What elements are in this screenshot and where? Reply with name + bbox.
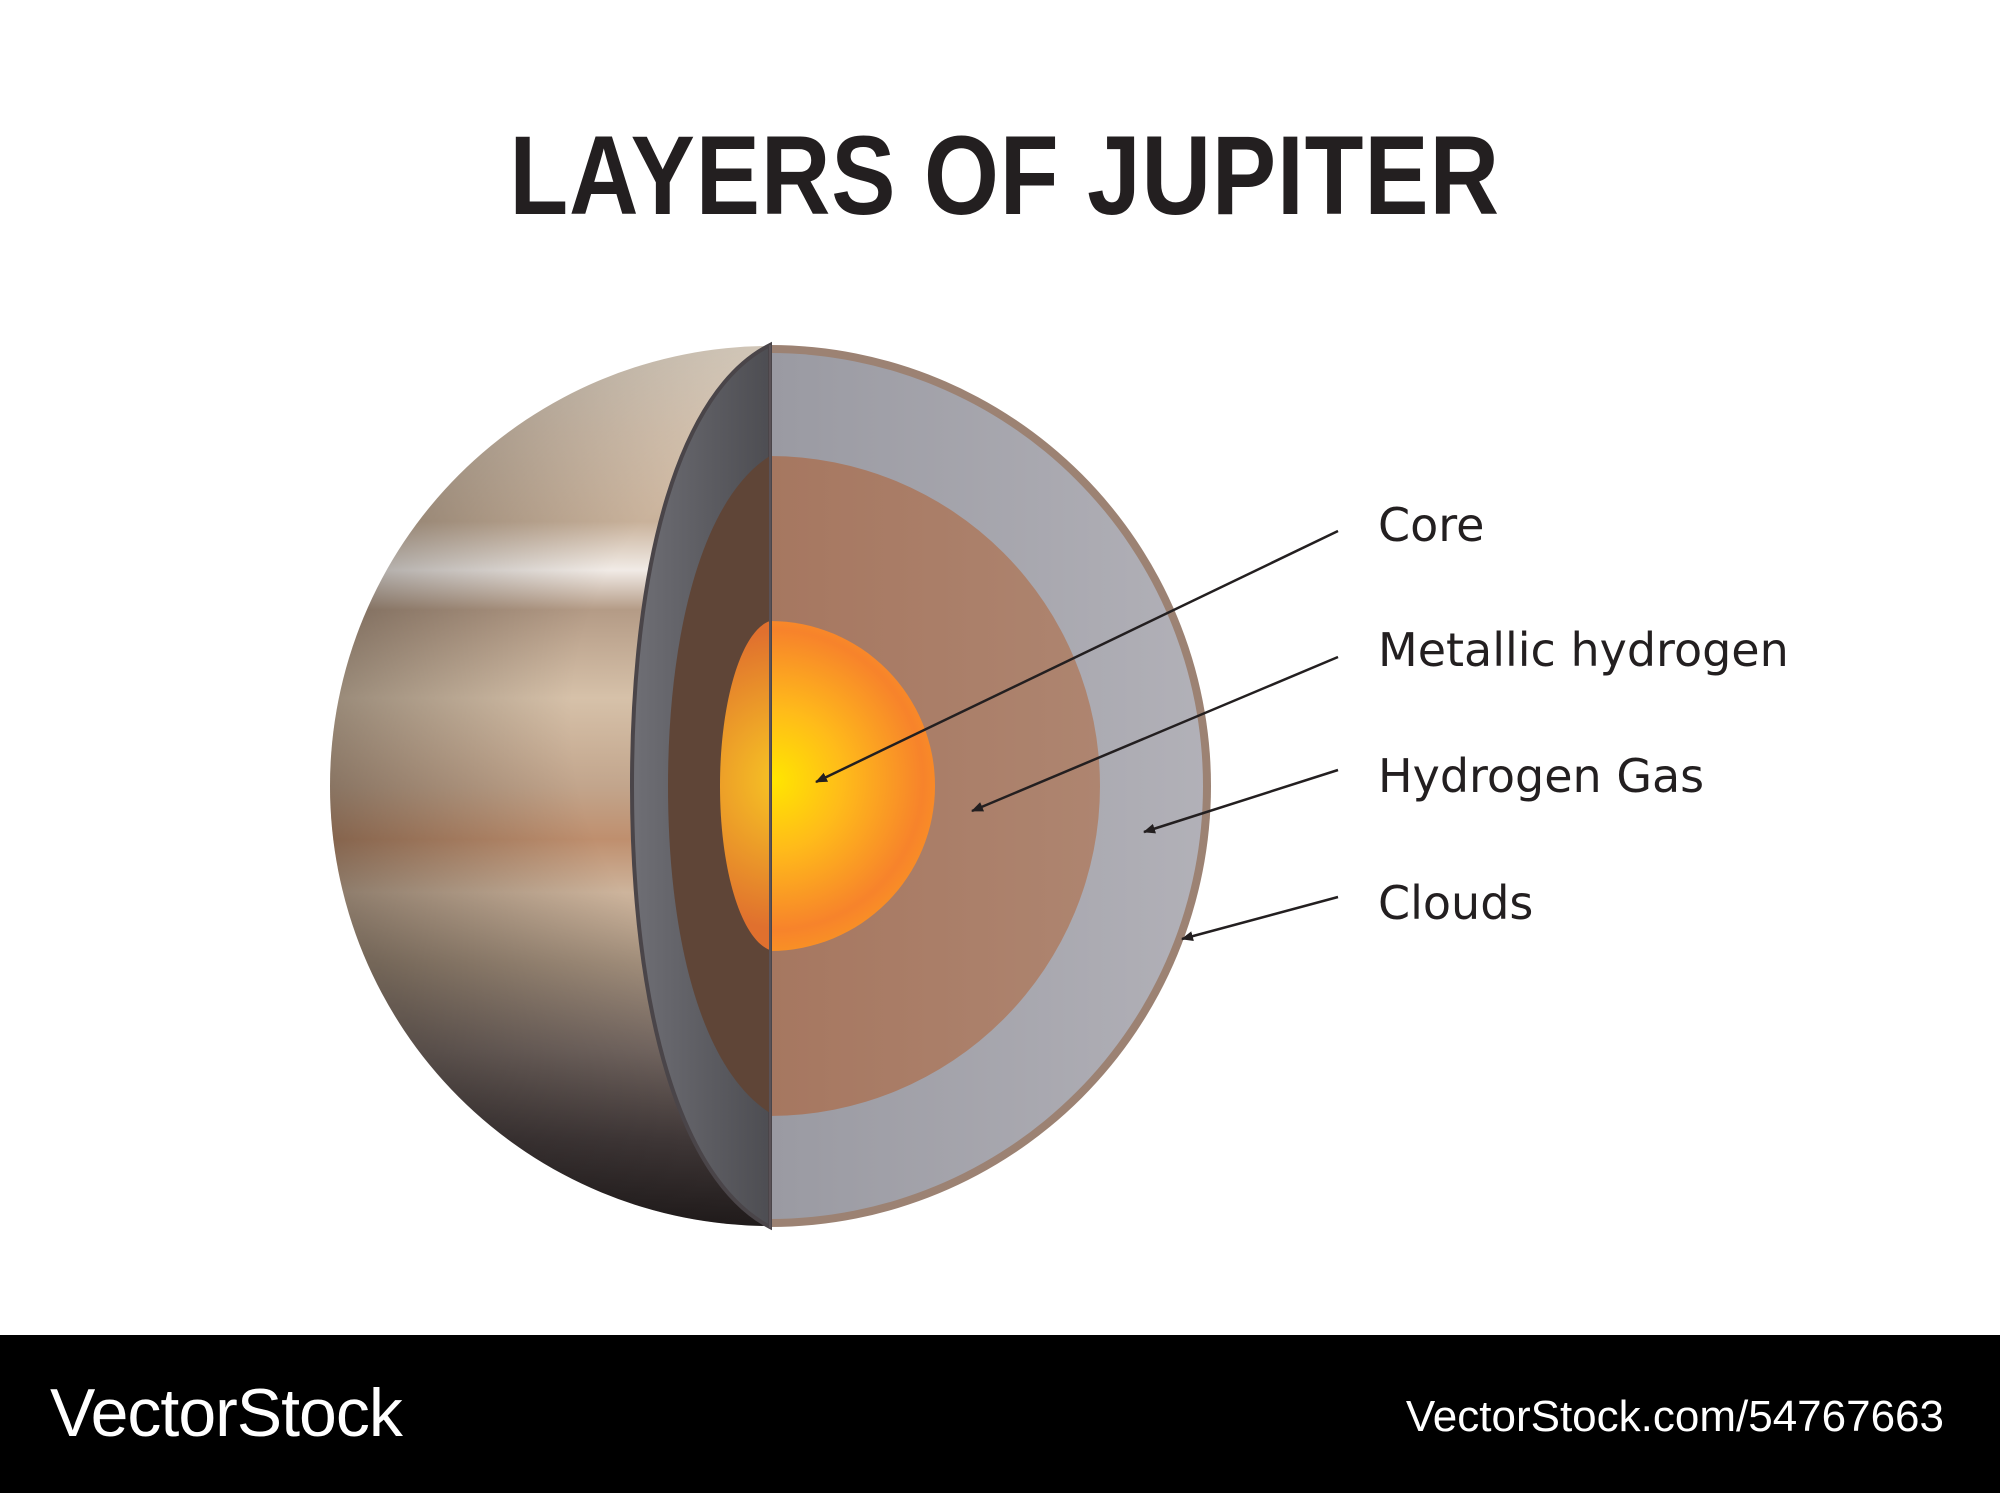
vectorstock-logo: VectorStock: [50, 1375, 403, 1451]
image-id-url: VectorStock.com/54767663: [1405, 1392, 1944, 1441]
cutaway-interior: [770, 345, 1211, 1227]
hydrogen-gas-arrow: [1143, 768, 1339, 834]
jupiter-cross-section-diagram: [330, 341, 1339, 1231]
label-hydrogen-gas: Hydrogen Gas: [1378, 749, 1705, 803]
clouds-arrow: [1181, 895, 1339, 941]
metallic-hydrogen-arrow: [971, 655, 1339, 813]
cut-face-core: [720, 621, 770, 950]
page-title: LAYERS OF JUPITER: [509, 113, 1500, 238]
cut-face-metallic: [668, 456, 770, 1113]
label-metallic-hydrogen: Metallic hydrogen: [1378, 623, 1789, 677]
core-arrow: [815, 529, 1339, 784]
label-core: Core: [1378, 498, 1485, 552]
label-clouds: Clouds: [1378, 876, 1534, 930]
core-layer: [770, 621, 935, 951]
watermark-footer: VectorStock VectorStock.com/54767663: [0, 1335, 2000, 1493]
